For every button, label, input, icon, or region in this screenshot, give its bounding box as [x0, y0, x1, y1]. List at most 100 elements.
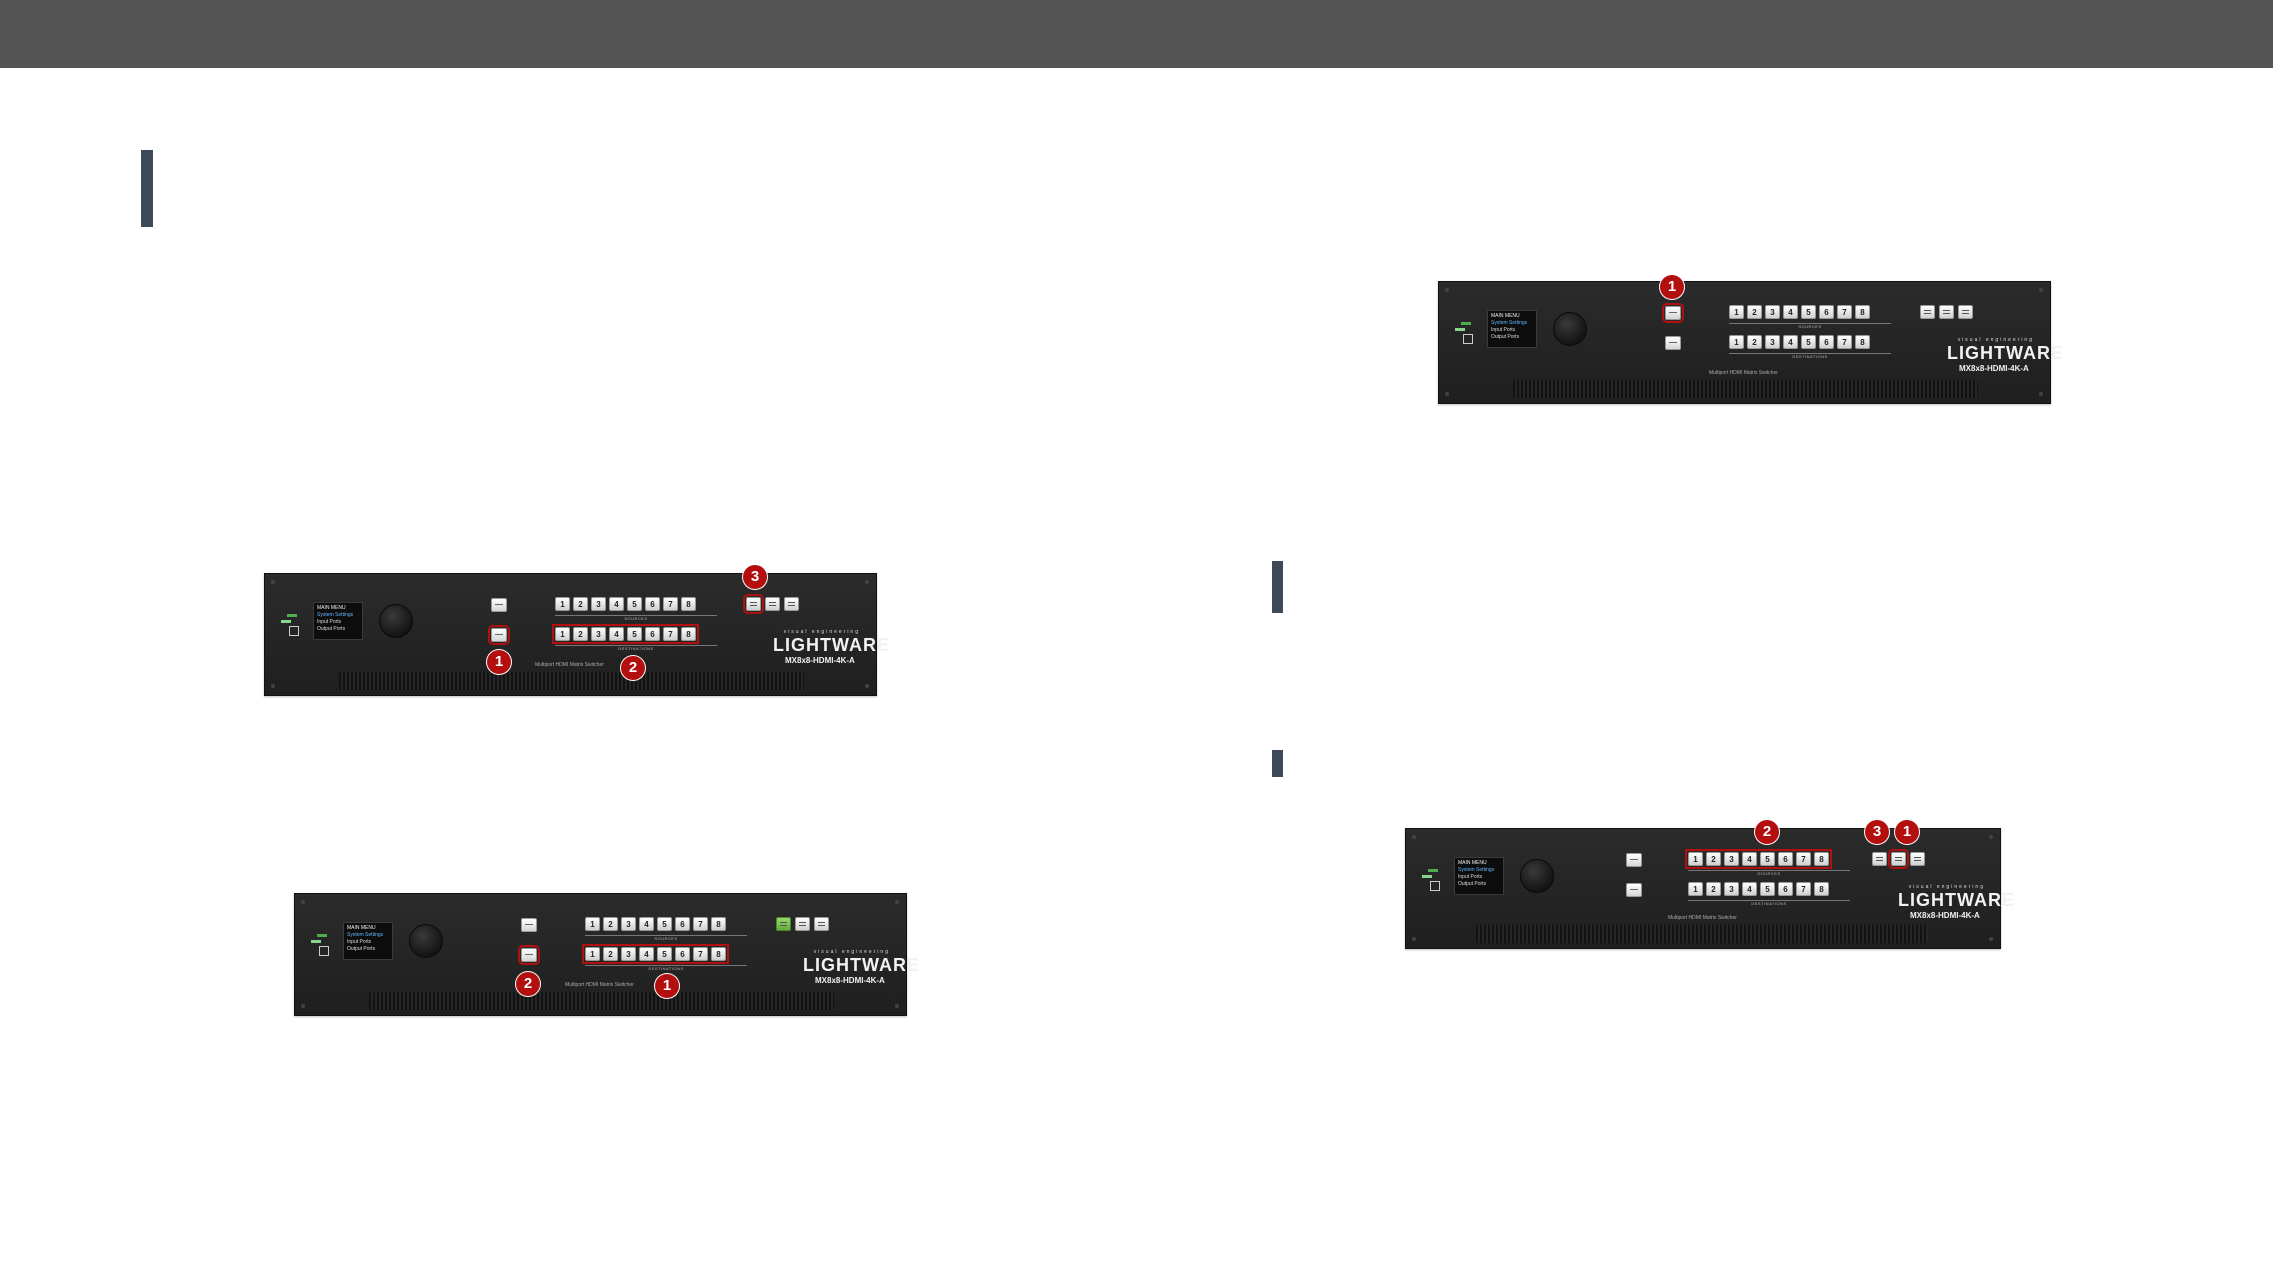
source-button[interactable]: 5 [1801, 305, 1816, 319]
destination-button[interactable]: 5 [1801, 335, 1816, 349]
destination-button[interactable]: 6 [1778, 882, 1793, 896]
source-button[interactable]: 2 [1706, 852, 1721, 866]
source-button[interactable]: 7 [663, 597, 678, 611]
source-button[interactable]: 2 [603, 917, 618, 931]
take-button[interactable] [776, 917, 791, 931]
save-preset-button[interactable] [814, 917, 829, 931]
destination-button[interactable]: 3 [1724, 882, 1739, 896]
source-button[interactable]: 1 [1688, 852, 1703, 866]
source-button[interactable]: 8 [711, 917, 726, 931]
destination-button[interactable]: 1 [1688, 882, 1703, 896]
source-button[interactable]: 4 [1783, 305, 1798, 319]
source-button[interactable]: 5 [627, 597, 642, 611]
take-button[interactable] [1872, 852, 1887, 866]
callout-badge: 2 [516, 972, 540, 996]
source-button[interactable]: 8 [681, 597, 696, 611]
source-button[interactable]: 6 [675, 917, 690, 931]
source-button[interactable]: 1 [585, 917, 600, 931]
view-button[interactable] [1662, 303, 1684, 323]
destination-button[interactable]: 2 [603, 947, 618, 961]
model-name: MX8x8-HDMI-4K-A [1959, 364, 2029, 373]
load-preset-button[interactable] [1939, 305, 1954, 319]
destination-button[interactable]: 5 [1760, 882, 1775, 896]
source-button[interactable]: 1 [1729, 305, 1744, 319]
source-button[interactable]: 7 [1837, 305, 1852, 319]
callout-badge: 1 [1660, 275, 1684, 299]
destination-button[interactable]: 3 [621, 947, 636, 961]
source-button[interactable]: 8 [1814, 852, 1829, 866]
destination-button[interactable]: 2 [573, 627, 588, 641]
source-button[interactable]: 7 [1796, 852, 1811, 866]
lcd-item: Input Ports [1491, 327, 1516, 333]
callout-badge: 1 [655, 974, 679, 998]
take-button[interactable] [743, 594, 764, 614]
source-button[interactable]: 7 [693, 917, 708, 931]
destination-button[interactable]: 5 [627, 627, 642, 641]
destination-button[interactable]: 4 [1783, 335, 1798, 349]
source-button[interactable]: 3 [621, 917, 636, 931]
destination-button[interactable]: 6 [1819, 335, 1834, 349]
source-button[interactable]: 4 [639, 917, 654, 931]
destination-button[interactable]: 2 [1706, 882, 1721, 896]
source-button[interactable]: 3 [591, 597, 606, 611]
view-button[interactable] [1626, 853, 1642, 867]
source-button[interactable]: 6 [1778, 852, 1793, 866]
destination-button[interactable]: 3 [1765, 335, 1780, 349]
load-preset-button[interactable] [1888, 849, 1909, 869]
output-lock-button[interactable] [1665, 336, 1681, 350]
usb-port-icon [281, 614, 305, 640]
source-button[interactable]: 4 [609, 597, 624, 611]
jog-dial[interactable] [409, 924, 443, 958]
output-lock-button[interactable] [1626, 883, 1642, 897]
save-preset-button[interactable] [1958, 305, 1973, 319]
destination-button[interactable]: 4 [609, 627, 624, 641]
source-button[interactable]: 6 [1819, 305, 1834, 319]
destination-button[interactable]: 7 [663, 627, 678, 641]
source-button[interactable]: 3 [1765, 305, 1780, 319]
destination-button[interactable]: 7 [693, 947, 708, 961]
load-preset-button[interactable] [795, 917, 810, 931]
output-lock-button[interactable] [518, 945, 540, 965]
source-button[interactable]: 5 [1760, 852, 1775, 866]
destination-button[interactable]: 5 [657, 947, 672, 961]
callout-badge: 2 [621, 656, 645, 680]
jog-dial[interactable] [1553, 312, 1587, 346]
destination-button[interactable]: 7 [1837, 335, 1852, 349]
model-name: MX8x8-HDMI-4K-A [815, 976, 885, 985]
source-button[interactable]: 2 [1747, 305, 1762, 319]
source-button[interactable]: 2 [573, 597, 588, 611]
output-lock-button[interactable] [488, 625, 510, 645]
destination-button[interactable]: 8 [681, 627, 696, 641]
destination-button[interactable]: 4 [639, 947, 654, 961]
lcd-item: Input Ports [1458, 874, 1483, 880]
source-button[interactable]: 5 [657, 917, 672, 931]
jog-dial[interactable] [379, 604, 413, 638]
load-preset-button[interactable] [765, 597, 780, 611]
destination-button[interactable]: 8 [711, 947, 726, 961]
destination-button[interactable]: 8 [1814, 882, 1829, 896]
destination-button[interactable]: 7 [1796, 882, 1811, 896]
subsection-accent-bar [1272, 750, 1283, 777]
destination-button[interactable]: 4 [1742, 882, 1757, 896]
source-button[interactable]: 6 [645, 597, 660, 611]
destination-button[interactable]: 3 [591, 627, 606, 641]
destination-button[interactable]: 1 [1729, 335, 1744, 349]
take-button[interactable] [1920, 305, 1935, 319]
jog-dial[interactable] [1520, 859, 1554, 893]
destination-button[interactable]: 6 [675, 947, 690, 961]
source-button[interactable]: 8 [1855, 305, 1870, 319]
view-button[interactable] [521, 918, 537, 932]
destination-button[interactable]: 8 [1855, 335, 1870, 349]
save-preset-button[interactable] [784, 597, 799, 611]
lcd-title: MAIN MENU [317, 605, 346, 611]
destination-button[interactable]: 1 [585, 947, 600, 961]
source-button[interactable]: 1 [555, 597, 570, 611]
destination-button[interactable]: 1 [555, 627, 570, 641]
source-button[interactable]: 3 [1724, 852, 1739, 866]
destination-button[interactable]: 2 [1747, 335, 1762, 349]
brand-logo: LIGHTWARE [803, 955, 920, 975]
destination-button[interactable]: 6 [645, 627, 660, 641]
source-button[interactable]: 4 [1742, 852, 1757, 866]
save-preset-button[interactable] [1910, 852, 1925, 866]
view-button[interactable] [491, 598, 507, 612]
